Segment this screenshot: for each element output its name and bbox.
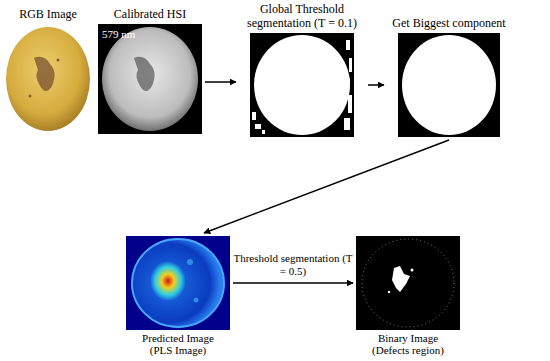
image-slot bbox=[126, 236, 230, 330]
rim-noise bbox=[362, 239, 454, 327]
defect-speck bbox=[411, 269, 414, 272]
heatmap-potato bbox=[132, 239, 224, 327]
pls-heatmap bbox=[126, 236, 230, 330]
mask-region bbox=[254, 35, 350, 135]
image-ground bbox=[98, 24, 202, 134]
defect-spot bbox=[34, 57, 55, 91]
skin-dot bbox=[57, 59, 60, 62]
image-panel: Global Threshold segmentation (T = 0.1) bbox=[239, 2, 365, 137]
photo-ground bbox=[2, 24, 94, 134]
binary-defect-image bbox=[356, 236, 460, 330]
image-slot bbox=[98, 24, 202, 134]
panel-caption: RGB Image bbox=[2, 7, 94, 21]
binary-ground bbox=[356, 236, 460, 330]
panel-caption: Binary Image (Defects region) bbox=[363, 332, 453, 356]
image-slot bbox=[356, 236, 460, 330]
panel-caption: Predicted Image (PLS Image) bbox=[133, 332, 223, 356]
panel-caption: Get Biggest component bbox=[387, 16, 511, 30]
heat-speck bbox=[187, 259, 193, 265]
defect-speck bbox=[388, 291, 390, 293]
biggest-component-mask bbox=[398, 33, 500, 137]
potato-grey bbox=[102, 27, 198, 131]
noise-speck bbox=[255, 124, 261, 129]
flow-arrow bbox=[368, 84, 384, 86]
noise-speck bbox=[345, 78, 350, 86]
hsi-band-image bbox=[98, 24, 202, 134]
image-panel: Get Biggest component bbox=[387, 16, 511, 137]
mask-ground bbox=[250, 33, 354, 137]
noise-speck bbox=[344, 118, 350, 130]
image-slot bbox=[2, 24, 94, 134]
image-panel: Predicted Image (PLS Image) bbox=[126, 236, 230, 356]
image-panel: RGB Image bbox=[2, 7, 94, 134]
hot-spot bbox=[150, 261, 186, 301]
arrow-label: Threshold segmentation (T = 0.5) bbox=[231, 252, 355, 278]
heatmap-ground bbox=[126, 236, 230, 330]
heat-speck bbox=[194, 298, 199, 303]
flow-arrow bbox=[233, 282, 353, 284]
noise-speck bbox=[349, 58, 352, 72]
defect-spot bbox=[134, 57, 155, 91]
defect-region bbox=[392, 266, 410, 292]
noise-speck bbox=[348, 95, 352, 113]
mask-region bbox=[402, 35, 496, 135]
mask-ground bbox=[398, 33, 500, 137]
band-label: 579 nm bbox=[102, 28, 135, 41]
flow-arrow bbox=[204, 140, 449, 233]
noise-speck bbox=[346, 40, 350, 50]
noise-speck bbox=[262, 130, 265, 134]
panel-caption: Calibrated HSI bbox=[98, 7, 202, 21]
potato bbox=[6, 27, 90, 131]
skin-dot bbox=[29, 95, 32, 98]
rgb-photo bbox=[2, 24, 94, 134]
image-panel: Binary Image (Defects region) bbox=[356, 236, 460, 356]
panel-caption: Global Threshold segmentation (T = 0.1) bbox=[239, 2, 365, 30]
image-slot bbox=[250, 33, 354, 137]
noise-speck bbox=[252, 112, 256, 120]
image-slot bbox=[398, 33, 500, 137]
image-panel: Calibrated HSI 579 nm bbox=[98, 7, 202, 134]
threshold-mask bbox=[250, 33, 354, 137]
flow-arrow bbox=[205, 81, 236, 83]
